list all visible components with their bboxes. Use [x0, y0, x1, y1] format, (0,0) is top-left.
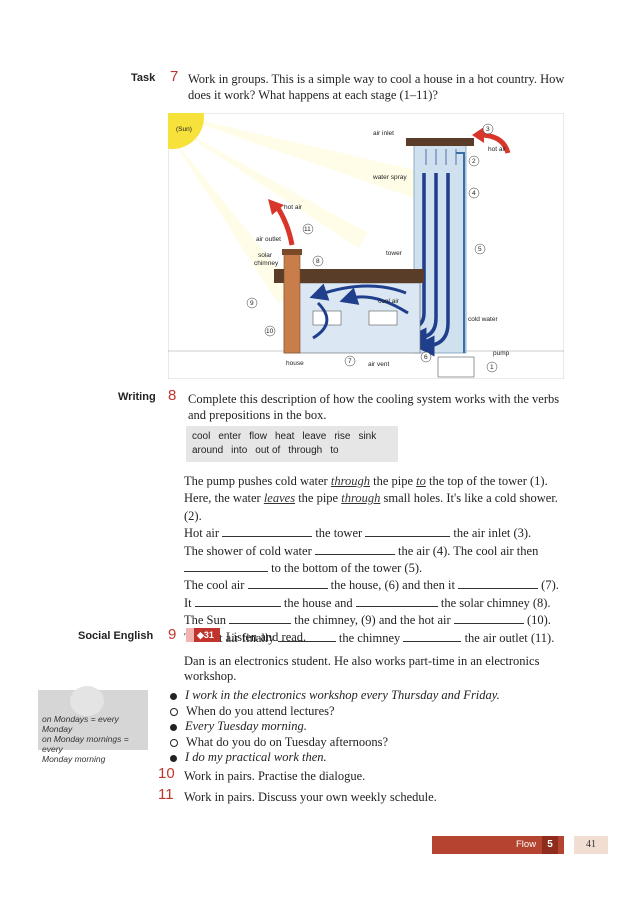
audio-track-badge[interactable]: ◆31: [186, 628, 220, 642]
blank[interactable]: [453, 612, 524, 625]
solar-chimney: [282, 249, 302, 354]
dialogue: I work in the electronics workshop every…: [170, 688, 500, 766]
blank[interactable]: [365, 525, 451, 538]
speaker-dan-icon: [170, 754, 177, 762]
tip-box: on Mondays = every Monday on Monday morn…: [38, 686, 148, 764]
social9-intro-line2: workshop.: [184, 669, 237, 683]
line-3: Hot air the tower the air inlet (3).: [184, 525, 532, 541]
svg-text:5: 5: [478, 246, 482, 253]
section-label-social-english: Social English: [78, 630, 154, 642]
task-number-7: 7: [170, 68, 179, 85]
social9-instruction: Listen and read.: [226, 630, 307, 644]
svg-text:11: 11: [304, 226, 311, 233]
blank[interactable]: [355, 595, 438, 607]
dialogue-line: I work in the electronics workshop every…: [170, 688, 500, 704]
task-number-8: 8: [168, 387, 177, 404]
tip-line-1: on Mondays = every Monday: [42, 714, 119, 734]
svg-text:10: 10: [266, 328, 274, 335]
label-air-inlet: air inlet: [373, 130, 394, 137]
blank[interactable]: [247, 577, 328, 590]
footer-page-box: [574, 836, 608, 854]
blank[interactable]: [184, 560, 268, 573]
tip-watermark-icon: [70, 686, 104, 716]
line-7: It the house and the solar chimney (8).: [184, 595, 551, 610]
label-hot-air-right: hot air: [488, 146, 507, 153]
dialogue-line: When do you attend lectures?: [170, 704, 500, 720]
svg-text:1: 1: [490, 364, 494, 371]
tip-line-3: Monday morning: [42, 754, 106, 764]
svg-text:6: 6: [424, 354, 428, 361]
line-2: Here, the water leaves the pipe through …: [184, 491, 558, 523]
dialogue-line: I do my practical work then.: [170, 750, 500, 766]
audio-cd-icon: ◆: [197, 630, 204, 640]
task-number-10: 10: [158, 765, 175, 782]
svg-text:4: 4: [472, 190, 476, 197]
task11-text: Work in pairs. Discuss your own weekly s…: [184, 790, 437, 804]
svg-text:9: 9: [250, 300, 254, 307]
line-5: to the bottom of the tower (5).: [184, 560, 564, 577]
dialogue-line: What do you do on Tuesday afternoons?: [170, 735, 500, 751]
sun-rays: [168, 113, 428, 303]
label-air-vent: air vent: [368, 361, 390, 368]
label-cold-water: cold water: [468, 316, 498, 323]
sun-label: (Sun): [176, 126, 192, 133]
label-solar-chimney: solar: [258, 252, 273, 259]
svg-text:8: 8: [316, 258, 320, 265]
blank[interactable]: [229, 612, 292, 625]
label-water-spray: water spray: [372, 174, 407, 181]
writing8-instruction-line1: Complete this description of how the coo…: [188, 392, 560, 406]
blank[interactable]: [277, 630, 336, 642]
page-number: 41: [586, 839, 596, 850]
speaker-dan-icon: [170, 692, 177, 700]
blank[interactable]: [194, 595, 281, 607]
audio-icon: [186, 628, 194, 642]
line-1: The pump pushes cold water through the p…: [184, 474, 548, 488]
blank[interactable]: [314, 543, 395, 555]
svg-text:7: 7: [348, 358, 352, 365]
cooling-system-diagram: (Sun) air inlet hot air water: [113, 58, 565, 380]
label-hot-air-left: hot air: [284, 204, 303, 211]
label-cool-air: cool air: [378, 298, 400, 305]
speaker-other-icon: [170, 738, 178, 747]
line-8: The Sun the chimney, (9) and the hot air…: [184, 612, 551, 628]
writing8-instruction-line2: and prepositions in the box.: [188, 408, 327, 422]
speaker-other-icon: [170, 707, 178, 716]
label-pump: pump: [493, 350, 510, 357]
task10-text: Work in pairs. Practise the dialogue.: [184, 769, 366, 783]
blank[interactable]: [458, 577, 539, 590]
tip-line-2: on Monday mornings = every: [42, 734, 129, 754]
footer-unit-name: Flow: [516, 839, 537, 850]
blank[interactable]: [222, 525, 313, 538]
section-label-writing: Writing: [118, 391, 156, 403]
task-number-9: 9: [168, 626, 177, 643]
stage-numbers: 1 2 3 4 5 6 7 8 9 10 11: [246, 123, 498, 373]
line-6: The cool air the house, (6) and then it …: [184, 577, 559, 593]
task7-instruction-line2: does it work? What happens at each stage…: [188, 88, 438, 102]
label-air-outlet: air outlet: [256, 236, 281, 243]
footer-unit-number: 5: [542, 836, 558, 854]
task-number-11: 11: [158, 786, 174, 803]
dialogue-line: Every Tuesday morning.: [170, 719, 500, 735]
social9-intro-line1: Dan is an electronics student. He also w…: [184, 654, 540, 668]
label-house: house: [286, 360, 304, 367]
line-9: The hot air finally the chimney the air …: [184, 630, 555, 645]
task7-instruction-line1: Work in groups. This is a simple way to …: [188, 72, 565, 86]
section-label-task: Task: [131, 72, 156, 84]
footer-unit-bar: [432, 836, 564, 854]
writing8-text: The pump pushes cold water through the p…: [184, 473, 564, 647]
speaker-dan-icon: [170, 723, 177, 731]
blank[interactable]: [403, 630, 462, 642]
svg-text:3: 3: [486, 126, 490, 133]
line-4: The shower of cold water the air (4). Th…: [184, 543, 539, 558]
label-tower: tower: [386, 250, 403, 257]
svg-text:2: 2: [472, 158, 476, 165]
svg-text:chimney: chimney: [254, 260, 279, 267]
